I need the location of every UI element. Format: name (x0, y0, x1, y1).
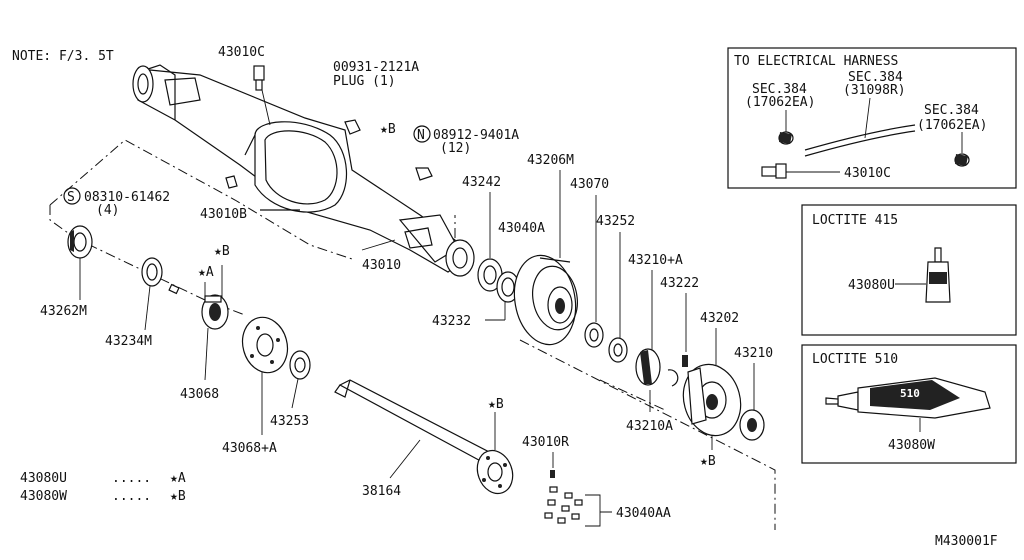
loctite510-part: 43080W (888, 438, 935, 453)
electrical-sec1: SEC.384 (752, 82, 807, 97)
legend-part-1: 43080U (20, 471, 67, 486)
electrical-title: TO ELECTRICAL HARNESS (734, 54, 898, 69)
loctite415-part: 43080U (848, 278, 895, 293)
tube-label: 510 (900, 387, 920, 400)
star-b-bearing: ★B (214, 244, 230, 259)
star-a-pin: ★A (198, 265, 214, 280)
loctite510-title: LOCTITE 510 (812, 352, 898, 367)
hub-bolt-43222 (682, 355, 688, 367)
label-s-qty: (4) (96, 203, 119, 218)
harness-cable-icon (804, 124, 916, 157)
bleeder-43010r (550, 470, 555, 478)
diagram-code: M430001F (935, 534, 998, 549)
electrical-sec2: SEC.384 (848, 70, 903, 85)
bearing-43252 (608, 337, 628, 363)
grommet-left-icon (778, 131, 794, 145)
label-43070: 43070 (570, 177, 609, 192)
label-43253: 43253 (270, 414, 309, 429)
label-43242: 43242 (462, 175, 501, 190)
axle-shaft-38164 (334, 379, 514, 495)
label-plug-number: 00931-2121A (333, 60, 419, 75)
legend-dots-1: ..... (112, 471, 151, 486)
label-43210a: 43210A (626, 419, 673, 434)
grommet-right-icon (954, 153, 970, 167)
loctite-510-box: LOCTITE 510 510 43080W (801, 344, 1017, 464)
label-43262m: 43262M (40, 304, 87, 319)
label-43202: 43202 (700, 311, 739, 326)
label-43068a: 43068+A (222, 441, 277, 456)
star-b-hub: ★B (700, 454, 716, 469)
brake-drum-43206m (513, 254, 578, 346)
label-n-qty: (12) (440, 141, 471, 156)
seal-43070 (584, 322, 604, 348)
breather-43010c (253, 65, 271, 126)
electrical-sec2-code: (31098R) (843, 83, 906, 98)
loctite-415-box: LOCTITE 415 43080U (801, 204, 1017, 336)
star-b-shaft: ★B (488, 397, 504, 412)
label-38164: 38164 (362, 484, 401, 499)
label-43068: 43068 (180, 387, 219, 402)
s-symbol: S (67, 190, 75, 205)
legend-dots-2: ..... (112, 489, 151, 504)
legend: 43080U ..... ★A 43080W ..... ★B (20, 471, 186, 504)
bearing-43068 (201, 294, 229, 330)
legend-mark-1: ★A (170, 471, 186, 486)
loctite415-title: LOCTITE 415 (812, 213, 898, 228)
label-n-number: 08912-9401A (433, 128, 519, 143)
nut-icon (415, 167, 433, 181)
lock-nut-43262m (67, 225, 93, 259)
axle-housing (132, 64, 475, 277)
label-43206m: 43206M (527, 153, 574, 168)
label-43210: 43210 (734, 346, 773, 361)
loctite-415-bottle-icon (925, 247, 951, 303)
label-s-number: 08310-61462 (84, 190, 170, 205)
sensor-43010c-icon (761, 163, 787, 179)
plug-icon (344, 119, 361, 135)
bolts-43040aa (544, 486, 583, 524)
label-43010c: 43010C (218, 45, 265, 60)
label-43010: 43010 (362, 258, 401, 273)
drain-plug-icon (225, 175, 238, 189)
label-43222: 43222 (660, 276, 699, 291)
bearing-43210 (739, 409, 765, 441)
legend-mark-2: ★B (170, 489, 186, 504)
electrical-part: 43010C (844, 166, 891, 181)
electrical-sec3-code: (17062EA) (917, 118, 987, 133)
loctite-510-tube-icon: 510 (825, 377, 991, 419)
label-plug-name: PLUG (1) (333, 74, 396, 89)
label-43010r: 43010R (522, 435, 569, 450)
electrical-sec1-code: (17062EA) (745, 95, 815, 110)
label-43252: 43252 (596, 214, 635, 229)
bearing-43210a-plus (635, 348, 661, 386)
wheel-hub-43202 (682, 363, 742, 437)
plate-43068a (241, 316, 289, 374)
label-43010b: 43010B (200, 207, 247, 222)
lock-washer-43234m (141, 257, 163, 287)
label-43040aa: 43040AA (616, 506, 671, 521)
star-b-plug: ★B (380, 122, 396, 137)
seal-43253 (289, 350, 311, 380)
legend-part-2: 43080W (20, 489, 67, 504)
label-43210a-plus: 43210+A (628, 253, 683, 268)
label-43232: 43232 (432, 314, 471, 329)
electrical-harness-box: TO ELECTRICAL HARNESS SEC.384 (17062EA) … (727, 47, 1017, 189)
label-43040a: 43040A (498, 221, 545, 236)
n-symbol: N (417, 128, 425, 143)
note-text: NOTE: F/3. 5T (12, 49, 114, 64)
electrical-sec3: SEC.384 (924, 103, 979, 118)
label-43234m: 43234M (105, 334, 152, 349)
